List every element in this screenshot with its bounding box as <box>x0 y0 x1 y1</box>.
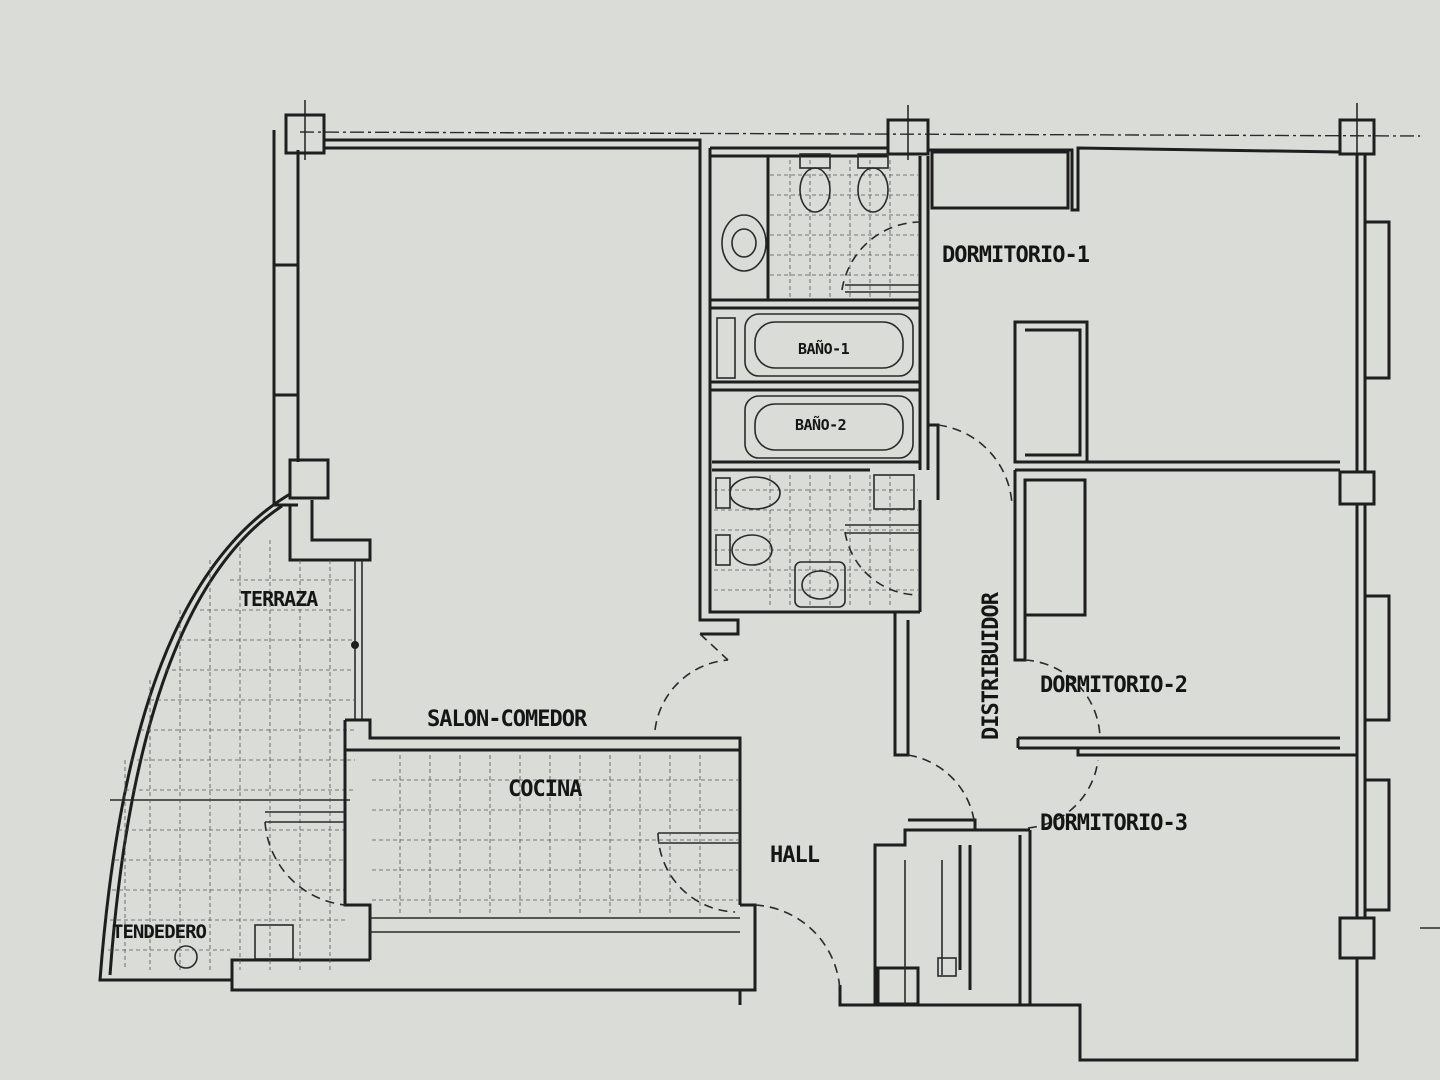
label-cocina: COCINA <box>508 777 582 802</box>
columns <box>174 113 1376 1006</box>
label-salon-comedor: SALON-COMEDOR <box>427 707 588 732</box>
door-swings <box>264 221 1101 996</box>
outer-walls <box>230 130 1391 1062</box>
label-tendedero: TENDEDERO <box>112 921 207 943</box>
distribuidor-walls <box>873 612 1032 1007</box>
cocina-walls <box>265 718 742 960</box>
meter-mark <box>351 641 359 649</box>
label-dormitorio-3: DORMITORIO-3 <box>1040 811 1187 836</box>
label-terraza: TERRAZA <box>240 587 318 611</box>
bathroom-block <box>710 153 940 612</box>
bedroom-partitions <box>1013 320 1357 757</box>
label-distribuidor: DISTRIBUIDOR <box>979 591 1004 740</box>
top-axis-line <box>299 131 1421 137</box>
label-dormitorio-2: DORMITORIO-2 <box>1040 673 1187 698</box>
label-hall: HALL <box>770 843 820 868</box>
terraza-tiles <box>108 540 355 970</box>
cocina-tiles <box>372 755 738 915</box>
terraza-curve <box>98 492 363 982</box>
label-bano-2: BAÑO-2 <box>795 415 846 434</box>
label-dormitorio-1: DORMITORIO-1 <box>942 243 1090 268</box>
label-bano-1: BAÑO-1 <box>798 339 850 358</box>
